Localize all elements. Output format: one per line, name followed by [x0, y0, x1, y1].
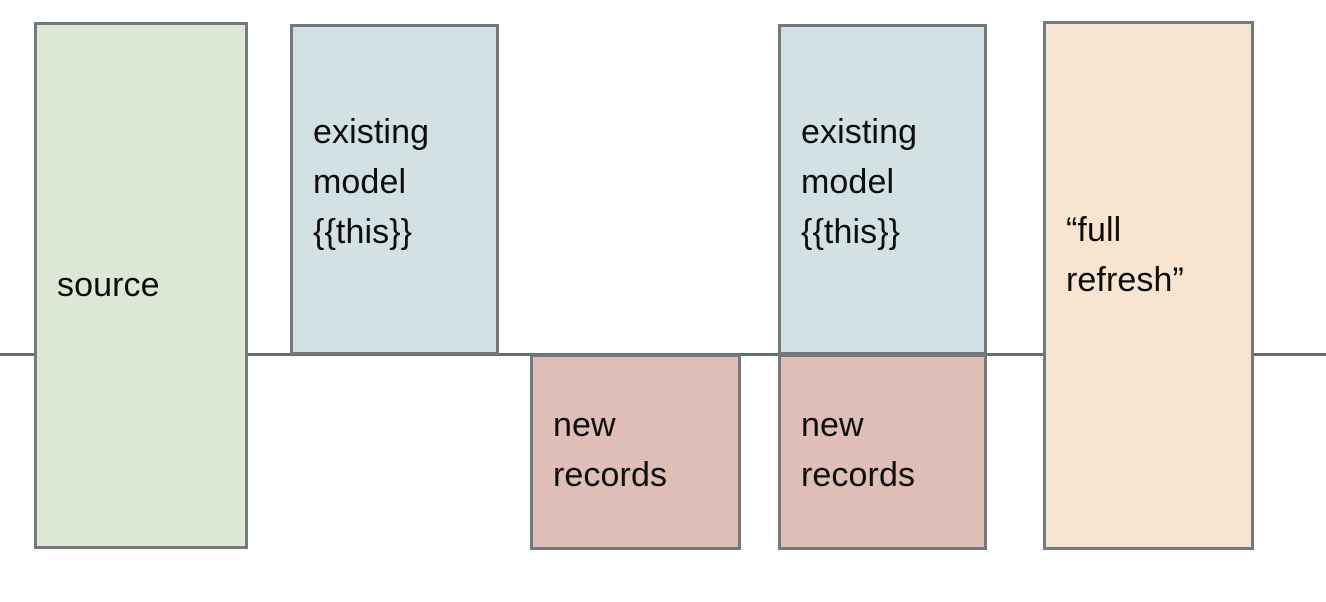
- box-full-refresh[interactable]: “full refresh”: [1043, 21, 1254, 550]
- box-new-records-2-label: new records: [801, 406, 916, 494]
- box-new-records-1[interactable]: new records: [530, 354, 741, 550]
- box-source-label: source: [57, 265, 160, 304]
- box-existing-model-2[interactable]: existing model {{this}}: [778, 24, 987, 355]
- box-existing-model-2-label: existing model {{this}}: [801, 112, 918, 251]
- box-source[interactable]: source: [34, 22, 248, 549]
- box-full-refresh-label: “full refresh”: [1066, 210, 1184, 299]
- box-existing-model-1[interactable]: existing model {{this}}: [290, 24, 499, 355]
- box-new-records-2[interactable]: new records: [778, 354, 987, 550]
- box-new-records-1-label: new records: [553, 406, 668, 494]
- box-existing-model-1-label: existing model {{this}}: [313, 112, 430, 251]
